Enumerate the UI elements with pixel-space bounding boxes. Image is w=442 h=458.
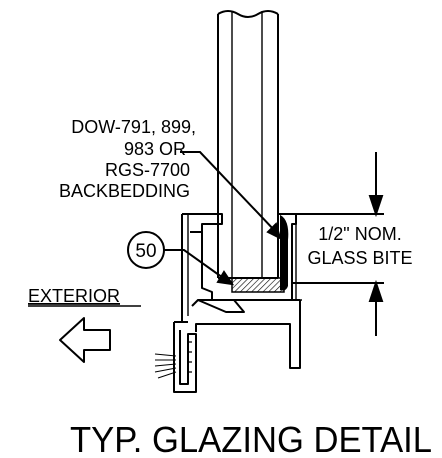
weatherstrip-brush	[154, 353, 177, 379]
part-number-bubble: 50	[127, 231, 165, 269]
glass-panel	[217, 10, 279, 279]
callout-line-4: BACKBEDDING	[59, 181, 190, 201]
backbedding-leader	[180, 151, 282, 240]
part-number-label: 50	[135, 241, 156, 262]
detail-title: TYP. GLAZING DETAIL	[70, 419, 432, 458]
glass-bite-dimension	[292, 152, 384, 336]
part-leader	[164, 249, 235, 286]
callout-line-1: DOW-791, 899,	[71, 117, 196, 137]
callout-line-2: 983 OR	[124, 139, 186, 159]
exterior-arrow-icon	[59, 317, 111, 363]
setting-block	[231, 277, 285, 293]
bite-line-2: GLASS BITE	[307, 248, 412, 268]
callout-line-3: RGS-7700	[105, 160, 190, 180]
backbedding-sealant	[278, 214, 289, 291]
bite-line-1: 1/2" NOM.	[318, 224, 401, 244]
exterior-label: EXTERIOR	[28, 286, 120, 306]
frame-extrusion	[173, 213, 302, 393]
